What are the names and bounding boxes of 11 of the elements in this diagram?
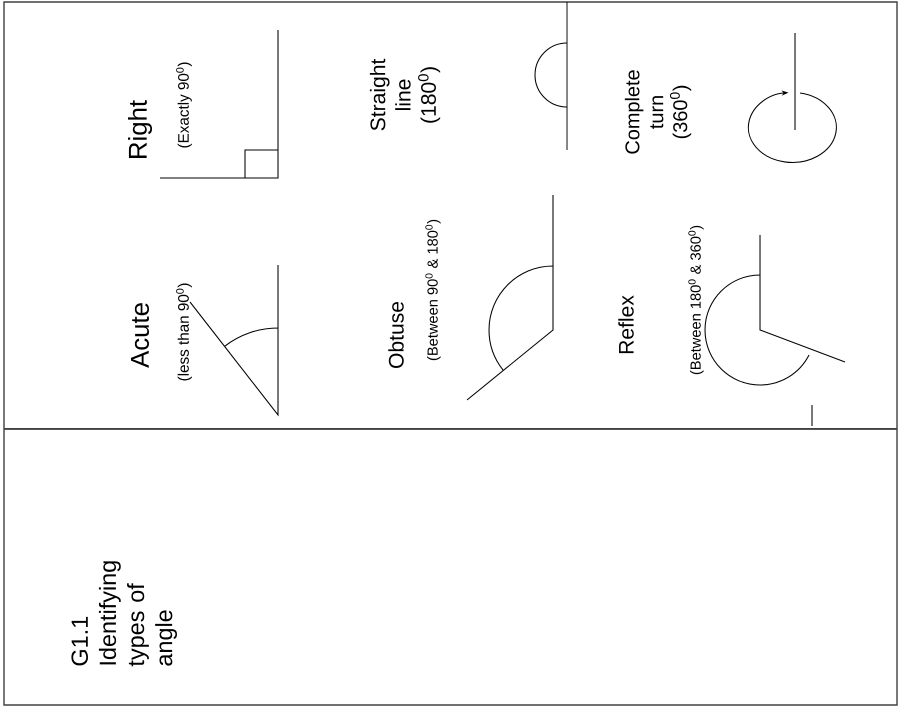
angle-description: (Between 180$^{0}$ & 360$^{0}$) [688, 226, 704, 374]
angle-description: (Exactly 90$^{0}$) [176, 62, 192, 148]
angle-name: Complete turn (360$^{0}$) [624, 70, 692, 154]
topic-title: G1.1 Identifying types of angle [71, 561, 177, 666]
angle-name: Right [128, 100, 152, 158]
angle-name: Straight line (180$^{0}$) [370, 58, 440, 130]
angle-description: (Between 90$^{0}$ & 180$^{0}$) [425, 220, 441, 360]
angle-description: (less than 90$^{0}$) [176, 284, 192, 380]
angle-name: Reflex [618, 295, 634, 354]
angle-name: Obtuse [388, 302, 404, 368]
angle-name: Acute [131, 303, 149, 368]
